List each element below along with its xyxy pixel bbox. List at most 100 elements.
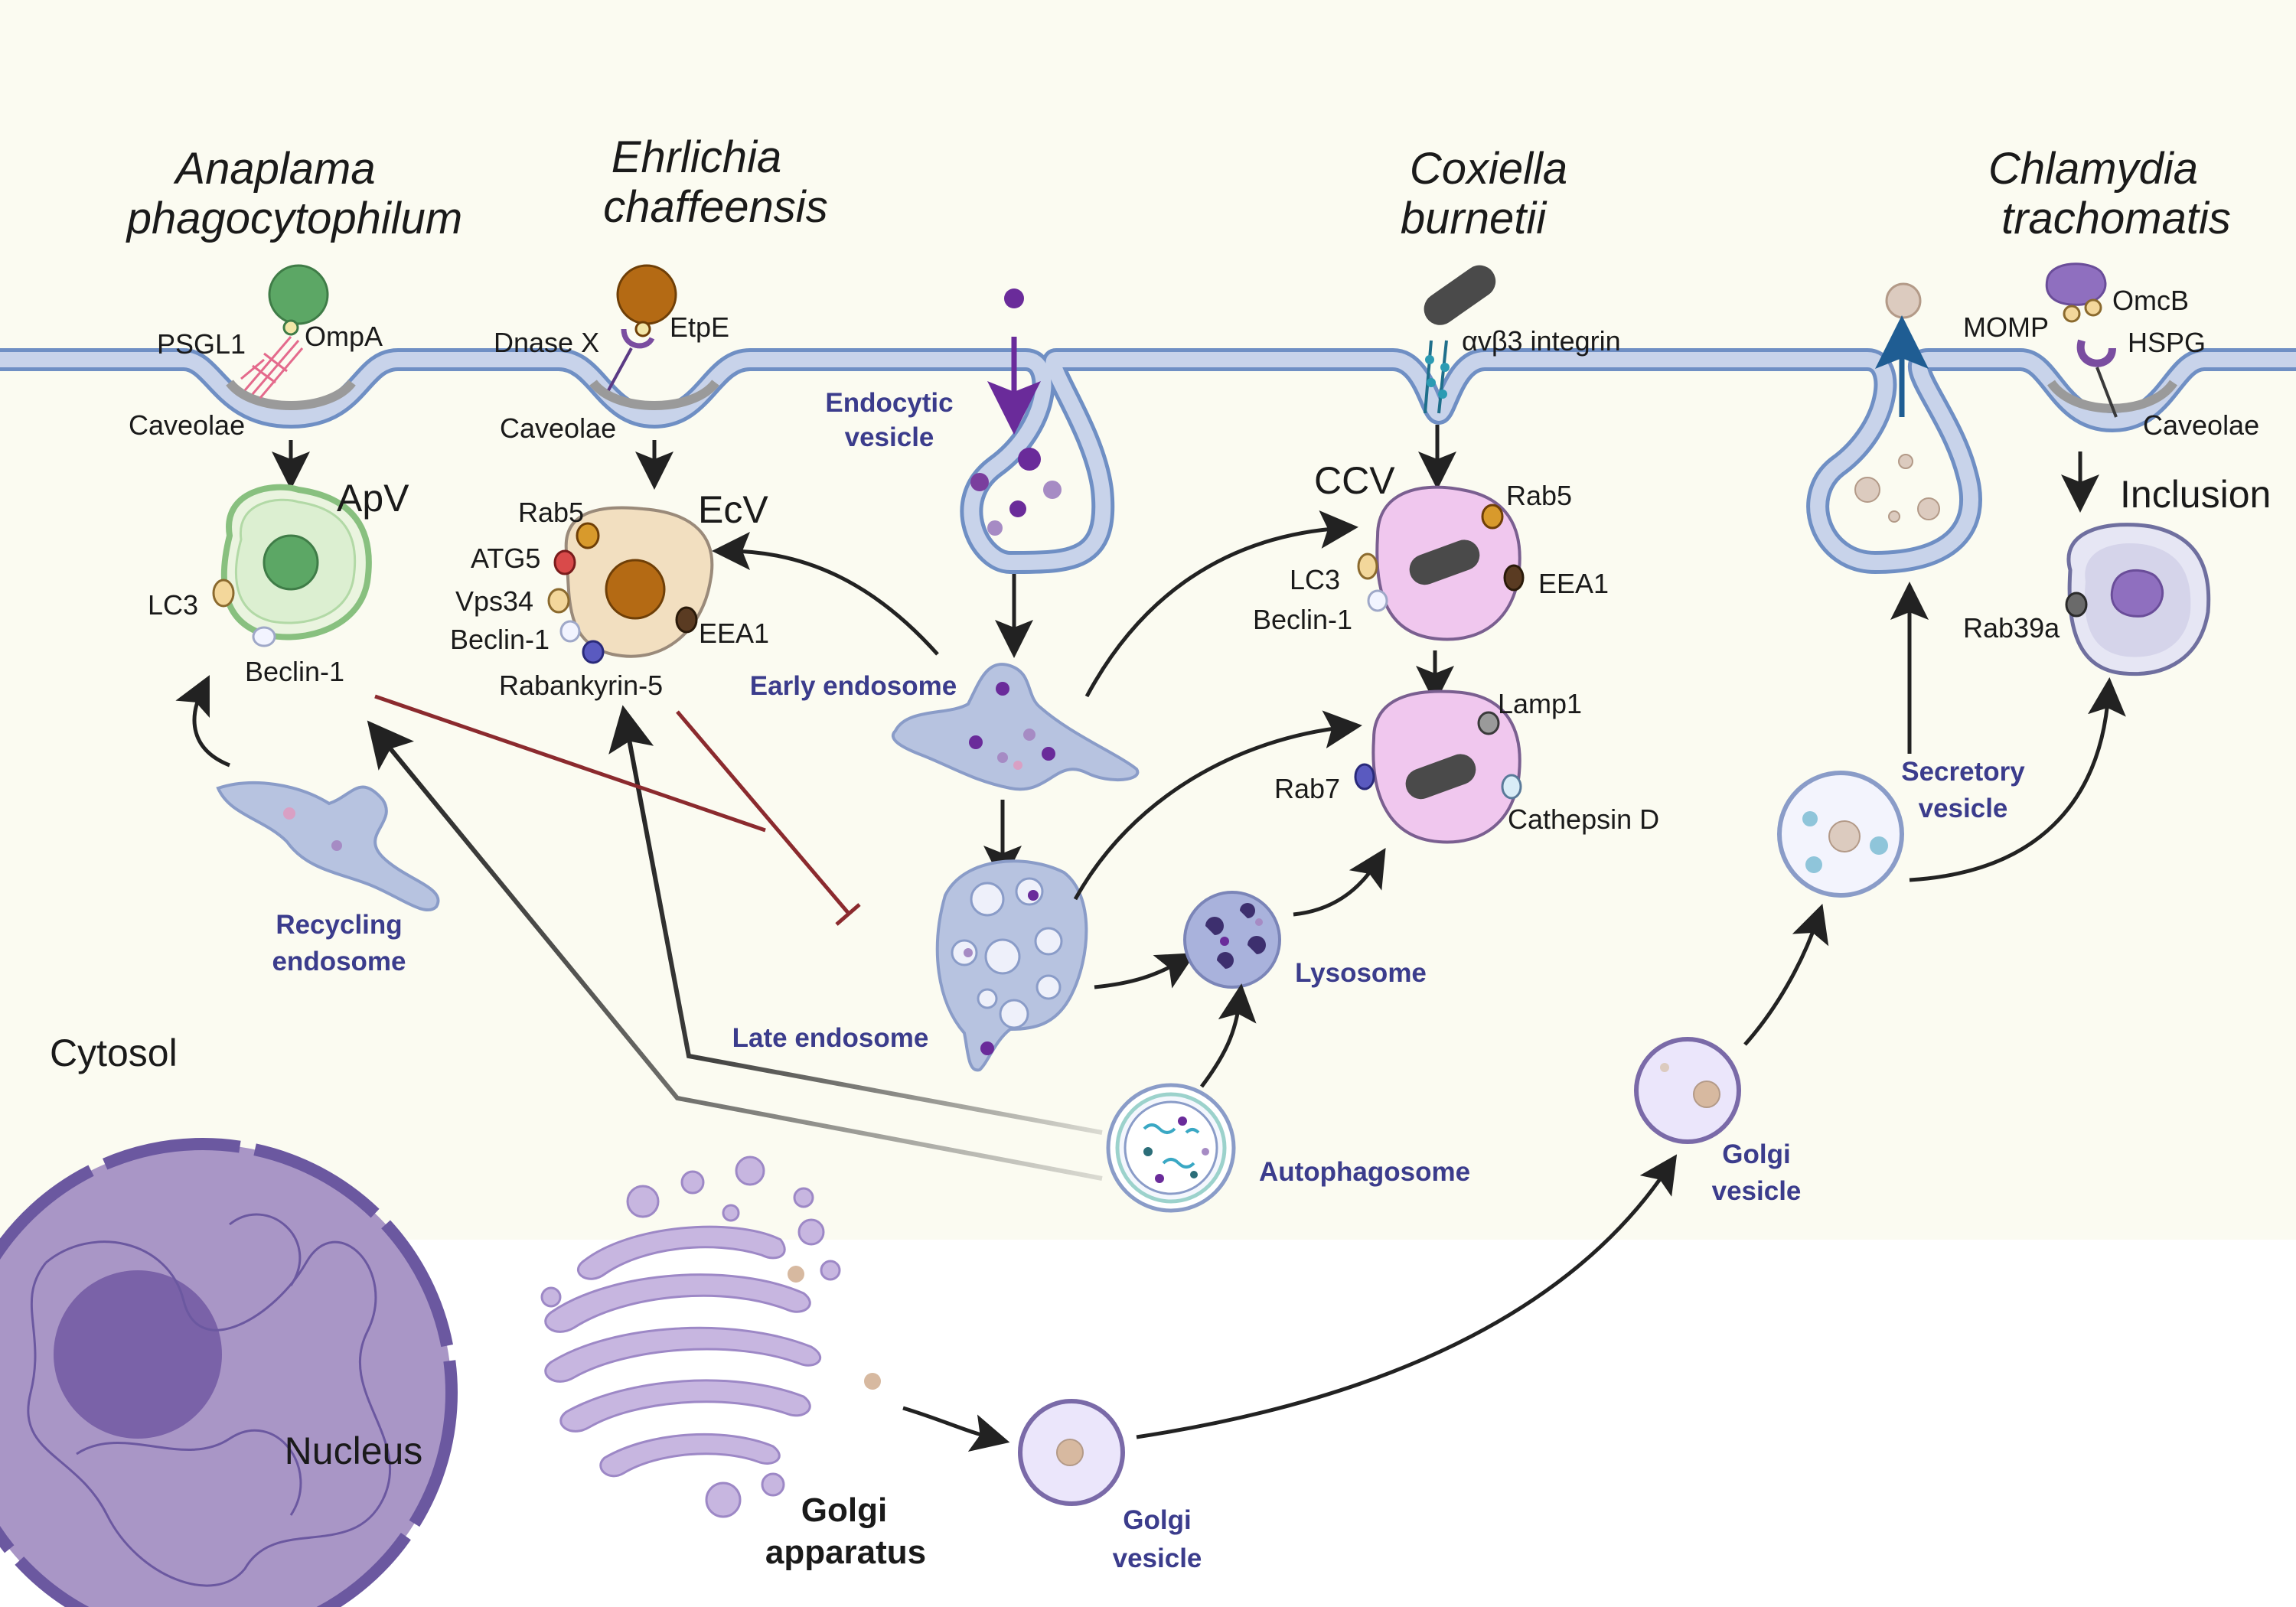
early-to-ccv-arrow — [1084, 510, 1358, 698]
secretory-vesicle-label-line2: vesicle — [1919, 794, 2008, 823]
chlamydia-caveolae-label: Caveolae — [2143, 409, 2259, 441]
golgi-vesicle-right-label-line2: vesicle — [1712, 1176, 1802, 1206]
ecv-vps34-label: Vps34 — [455, 585, 533, 617]
secretory-vesicle-label-line1: Secretory — [1901, 757, 2025, 787]
ccv-cathepsin-d-label: Cathepsin D — [1508, 804, 1659, 835]
ccv-rab7-label: Rab7 — [1274, 773, 1340, 804]
ecv-rabankyrin5-label: Rabankyrin-5 — [499, 670, 663, 701]
anaplasma-title-line2: phagocytophilum — [126, 194, 463, 243]
endocytic-vesicle-cargo — [970, 448, 1062, 536]
nucleus-label: Nucleus — [285, 1429, 423, 1472]
nucleus — [0, 1138, 458, 1607]
ccv-label: CCV — [1314, 459, 1395, 502]
recycling-endosome-label-line1: Recycling — [276, 910, 402, 940]
autophagosome — [1106, 1083, 1236, 1213]
chlamydia-title-line1: Chlamydia — [1988, 144, 2198, 194]
ccv-rab5-label: Rab5 — [1506, 480, 1572, 511]
golgi-vesicle-right-label-line1: Golgi — [1722, 1139, 1790, 1169]
inclusion-rab39a-label: Rab39a — [1963, 612, 2060, 644]
ccv-lamp1-label: Lamp1 — [1498, 688, 1582, 719]
golgi-vesicle-bottom-label-line1: Golgi — [1123, 1505, 1191, 1535]
coxiella-title-line1: Coxiella — [1410, 144, 1567, 194]
anaplasma-title-line1: Anaplama — [173, 144, 375, 194]
secretory-to-inclusion-arrow — [1909, 677, 2126, 882]
autophagosome-to-lysosome-arrow — [1199, 983, 1257, 1088]
momp-label: MOMP — [1963, 311, 2049, 343]
recycling-endosome-label-line2: endosome — [272, 947, 406, 976]
omcb-label: OmcB — [2112, 285, 2189, 316]
golgi-cargo — [788, 1266, 881, 1390]
golgi-apparatus-label-line2: apparatus — [765, 1534, 926, 1571]
integrin-label: αvβ3 integrin — [1462, 325, 1621, 357]
early-endosome — [891, 663, 1140, 791]
exocytosed-particle — [1885, 282, 1922, 319]
late-to-ccv-arrow — [1073, 710, 1362, 901]
endocytic-vesicle-label-line2: vesicle — [845, 422, 934, 452]
chlamydia-title-line2: trachomatis — [2001, 194, 2231, 243]
golgi-to-vesicle-arrow — [902, 1406, 1010, 1452]
late-to-lysosome-arrow — [1094, 953, 1196, 989]
lysosome — [1183, 891, 1281, 989]
ecv-inhibit-line — [676, 710, 851, 916]
ccv-eea1-label: EEA1 — [1538, 568, 1609, 599]
lysosome-label: Lysosome — [1295, 958, 1427, 988]
anaplasma-caveolae-label: Caveolae — [129, 409, 245, 441]
psgl1-label: PSGL1 — [157, 328, 246, 360]
late-endosome-label: Late endosome — [732, 1023, 929, 1053]
inclusion-label: Inclusion — [2120, 473, 2271, 516]
autophagosome-to-apv-arrow — [367, 720, 1103, 1181]
golgi-vesicle-bottom — [1018, 1399, 1125, 1506]
hspg-label: HSPG — [2128, 327, 2206, 358]
dnase-x-label: Dnase X — [494, 327, 599, 358]
ccv-lc3-label: LC3 — [1290, 564, 1340, 595]
ccv-early-vacuole — [1357, 485, 1525, 641]
coxiella-title-line2: burnetii — [1401, 194, 1548, 243]
chlamydia-bacterium — [2045, 262, 2118, 418]
autophagosome-label: Autophagosome — [1259, 1157, 1470, 1187]
ehrlichia-inhibit-line — [374, 694, 766, 833]
ecv-label: EcV — [698, 488, 768, 531]
recycling-to-apv-arrow — [175, 675, 230, 768]
golgi-apparatus-label-line1: Golgi — [801, 1491, 887, 1529]
ecv-beclin1-label: Beclin-1 — [450, 624, 550, 655]
ccv-beclin1-label: Beclin-1 — [1253, 604, 1352, 635]
inhibit-bar — [835, 903, 861, 926]
anaplasma-bacterium — [268, 264, 329, 336]
ehrlichia-title-line2: chaffeensis — [603, 182, 827, 232]
secretory-vesicle — [1777, 771, 1904, 898]
ehrlichia-title-line1: Ehrlichia — [612, 132, 781, 182]
psgl1-receptor-icon — [240, 336, 304, 399]
plasma-membrane — [0, 348, 2296, 574]
golgi-vesicle-right — [1634, 1037, 1741, 1144]
ecv-atg5-label: ATG5 — [471, 543, 540, 574]
apv-vacuole — [212, 484, 372, 647]
coxiella-bacterium — [1424, 265, 1496, 325]
cytosol-label: Cytosol — [50, 1032, 178, 1074]
lysosome-to-ccv-arrow — [1293, 848, 1386, 917]
etpe-label: EtpE — [670, 311, 729, 343]
recycling-endosome — [216, 781, 440, 912]
ehrlichia-bacterium — [607, 264, 677, 391]
integrin-receptor-icon — [1424, 340, 1450, 414]
ecv-rab5-label: Rab5 — [518, 497, 584, 528]
ompa-label: OmpA — [305, 321, 383, 352]
ehrlichia-caveolae-label: Caveolae — [500, 412, 616, 444]
apv-beclin1-label: Beclin-1 — [245, 656, 344, 687]
endocytosed-particle — [1004, 288, 1024, 308]
early-to-ecv-arrow — [712, 532, 939, 656]
golgi-vesicle-bottom-label-line2: vesicle — [1113, 1543, 1202, 1573]
autophagosome-to-ecv-arrow — [608, 705, 1103, 1135]
ecv-eea1-label: EEA1 — [699, 618, 769, 649]
inclusion-vacuole — [2065, 523, 2211, 676]
ecv-vacuole — [547, 506, 714, 664]
golgi-vesicle-to-right-arrow — [1136, 1154, 1678, 1439]
apv-lc3-label: LC3 — [148, 589, 198, 621]
exocytic-vesicle-cargo — [1854, 454, 1940, 523]
golgi-apparatus — [540, 1156, 841, 1518]
endocytic-vesicle-label-line1: Endocytic — [825, 388, 953, 418]
late-endosome — [935, 859, 1088, 1072]
cytosol-background — [0, 0, 2296, 1240]
ccv-late-vacuole — [1354, 689, 1522, 844]
apv-label: ApV — [337, 477, 409, 520]
